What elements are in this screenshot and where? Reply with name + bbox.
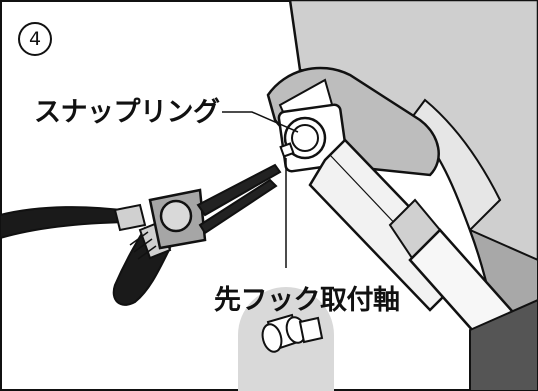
step-number-badge: 4 bbox=[18, 22, 52, 56]
hook-pin-label: 先フック取付軸 bbox=[214, 285, 400, 316]
snap-ring-leader-line bbox=[222, 111, 299, 133]
snap-ring-label: スナップリング bbox=[34, 97, 220, 128]
snap-ring-pliers bbox=[0, 163, 282, 306]
pin-and-snap-ring bbox=[279, 116, 327, 160]
hook-pin-inset bbox=[238, 287, 334, 391]
cylinder-rod bbox=[308, 138, 538, 391]
